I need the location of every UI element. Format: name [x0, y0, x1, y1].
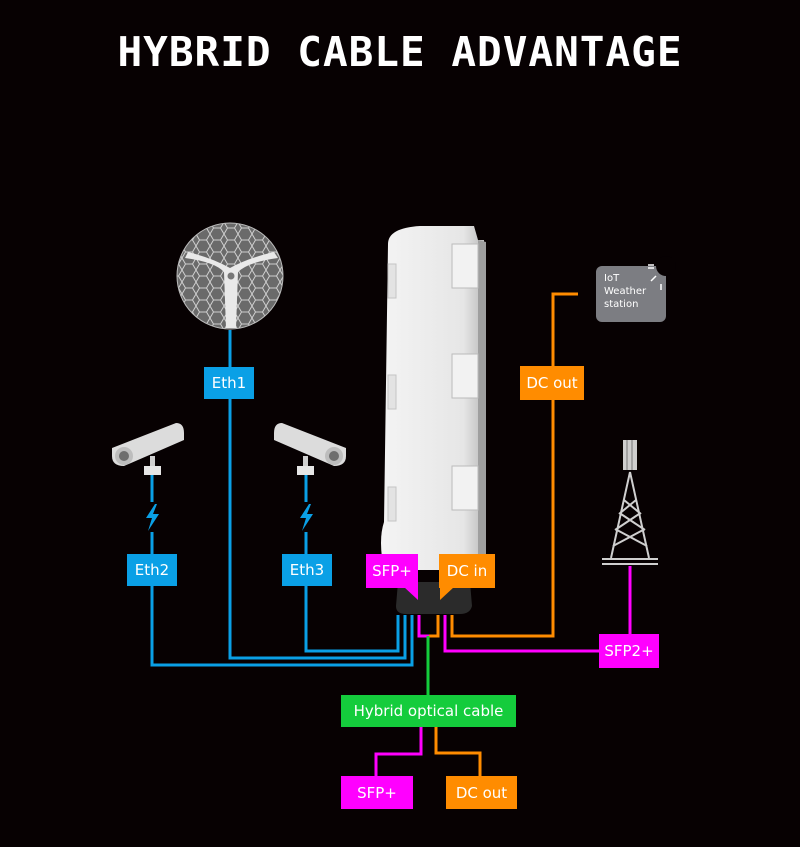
label-sfp-plus-port: SFP+ — [366, 554, 418, 588]
poe-bolt-icon-right — [299, 502, 313, 532]
cell-tower-icon — [602, 440, 658, 565]
cable-dc-hybrid — [429, 615, 440, 638]
security-camera-left-icon — [112, 423, 184, 498]
security-camera-right-icon — [274, 423, 346, 498]
label-dc-out-bottom: DC out — [446, 776, 517, 809]
label-dc-in-port: DC in — [439, 554, 495, 588]
cable-dc-out — [450, 292, 578, 638]
iot-line-1: IoT — [604, 273, 620, 284]
page-title: HYBRID CABLE ADVANTAGE — [117, 28, 683, 76]
iot-line-3: station — [604, 299, 639, 310]
outdoor-router-device — [381, 226, 486, 614]
cable-eth1 — [228, 330, 407, 660]
label-eth3: Eth3 — [282, 554, 332, 586]
cable-hybrid-sfp — [374, 726, 423, 776]
iot-line-2: Weather — [604, 286, 647, 297]
cable-sfp-hybrid — [417, 615, 429, 638]
label-hybrid-optical-cable: Hybrid optical cable — [341, 695, 516, 727]
label-sfp-plus-bottom: SFP+ — [341, 776, 413, 809]
device-port-cables — [374, 292, 632, 776]
label-sfp2-plus: SFP2+ — [599, 634, 659, 668]
label-eth1: Eth1 — [204, 367, 254, 399]
poe-bolt-icon-left — [145, 502, 159, 532]
label-eth2: Eth2 — [127, 554, 177, 586]
cable-sfp2 — [443, 615, 600, 653]
dish-antenna-icon — [176, 222, 284, 330]
iot-weather-station-box: IoT Weather station — [596, 266, 666, 322]
cable-hybrid-dc — [434, 726, 482, 776]
label-dc-out-weather: DC out — [520, 366, 584, 400]
